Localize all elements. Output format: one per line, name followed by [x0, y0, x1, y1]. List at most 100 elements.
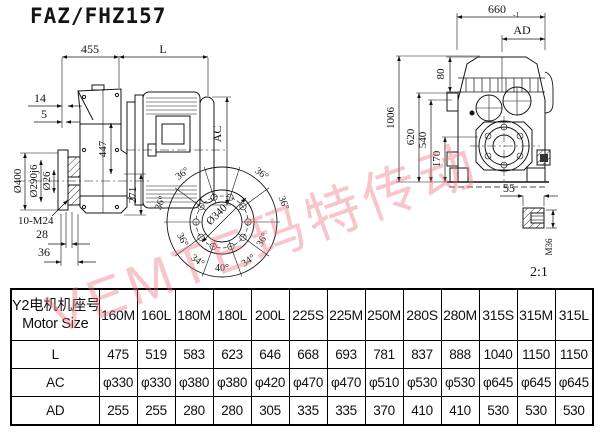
table-cell: 530	[478, 396, 518, 426]
angle-label: 36°	[255, 231, 271, 249]
table-cell: 583	[174, 340, 214, 369]
table-cell: 280	[212, 396, 252, 426]
table-cell: 1040	[478, 340, 518, 369]
dim-L: L	[159, 42, 166, 56]
column-header: 160L	[136, 288, 176, 341]
table-cell: 305	[250, 396, 290, 426]
dim-660-tolerance: -1	[513, 10, 519, 19]
table-cell: 530	[516, 396, 556, 426]
table-cell: 1150	[516, 340, 556, 369]
dim-d290j6: Ø290j6	[28, 164, 40, 198]
dim-M36: M36	[544, 238, 554, 256]
dim-660: 660	[488, 2, 506, 16]
dim-455: 455	[81, 42, 99, 56]
page-title: FAZ/FHZ157	[30, 4, 167, 28]
table-cell: φ330	[98, 368, 138, 397]
column-header: 315M	[516, 288, 556, 341]
table-cell: 1150	[554, 340, 594, 369]
table-cell: 475	[98, 340, 138, 369]
column-header: 225S	[288, 288, 328, 341]
dim-d400: Ø400	[12, 168, 24, 193]
table-row-AC: AC φ330 φ330 φ380 φ380 φ420 φ470 φ470 φ5…	[10, 368, 594, 397]
column-header: 315L	[554, 288, 594, 341]
angle-label: 36°	[174, 165, 192, 182]
dim-AD: AD	[513, 23, 531, 37]
side-view-drawing: 455 L 14 5 Ø400 Ø290j6 Ø26 447 271 10-M2…	[12, 42, 231, 266]
table-cell: 410	[440, 396, 480, 426]
table-cell: 888	[440, 340, 480, 369]
dim-d340: Ø340	[204, 202, 230, 228]
motor-size-label-cn: Y2电机机座号	[12, 297, 99, 314]
drawing-canvas: 455 L 14 5 Ø400 Ø290j6 Ø26 447 271 10-M2…	[12, 2, 558, 280]
table-cell: φ645	[516, 368, 556, 397]
row-label: AD	[10, 396, 100, 426]
bolt-circle-detail: Ø340 36° 36° 36° 36° 36° 36° 34° 40° 34°	[153, 165, 291, 278]
dim-10-M24: 10-M24	[18, 215, 54, 227]
table-cell: 410	[402, 396, 442, 426]
dim-80: 80	[435, 68, 447, 80]
angle-label: 34°	[189, 252, 207, 269]
detail-scale-label: 2:1	[530, 265, 548, 280]
table-cell: 370	[364, 396, 404, 426]
dim-28: 28	[36, 227, 48, 241]
angle-label: 36°	[153, 195, 168, 212]
column-header: 180L	[212, 288, 252, 341]
table-cell: φ645	[554, 368, 594, 397]
table-cell: φ380	[174, 368, 214, 397]
column-header: 250M	[364, 288, 404, 341]
table-cell: 623	[212, 340, 252, 369]
table-cell: 519	[136, 340, 176, 369]
table-cell: 255	[98, 396, 138, 426]
dim-14: 14	[34, 91, 46, 105]
column-header: 200L	[250, 288, 290, 341]
dim-AC: AC	[210, 126, 224, 143]
motor-size-label-en: Motor Size	[22, 316, 89, 332]
table-cell: 335	[326, 396, 366, 426]
table-cell: φ330	[136, 368, 176, 397]
table-cell: 530	[554, 396, 594, 426]
dim-55: 55	[503, 181, 515, 195]
dim-1006: 1006	[385, 107, 397, 130]
table-cell: φ645	[478, 368, 518, 397]
angle-label: 34°	[240, 252, 258, 269]
table-cell: 335	[288, 396, 328, 426]
column-header: 160M	[98, 288, 138, 341]
dim-620: 620	[405, 128, 417, 145]
dim-170: 170	[431, 150, 443, 167]
table-row-AD: AD 255 255 280 280 305 335 335 370 410 4…	[10, 396, 594, 426]
table-cell: 646	[250, 340, 290, 369]
table-cell: 255	[136, 396, 176, 426]
shaft-detail-2to1: 55 M36 2:1	[500, 181, 558, 280]
dim-36: 36	[38, 245, 50, 259]
angle-label: 36°	[174, 231, 190, 249]
dim-5: 5	[41, 107, 47, 121]
table-cell: 781	[364, 340, 404, 369]
column-header: 225M	[326, 288, 366, 341]
table-corner-header: Y2电机机座号 Motor Size	[10, 288, 100, 341]
angle-label: 36°	[253, 165, 271, 182]
table-cell: φ530	[402, 368, 442, 397]
dim-271: 271	[127, 187, 139, 204]
table-row-L: L 475 519 583 623 646 668 693 781 837 88…	[10, 340, 594, 369]
table-cell: 837	[402, 340, 442, 369]
table-cell: φ470	[326, 368, 366, 397]
table-cell: 668	[288, 340, 328, 369]
row-label: AC	[10, 368, 100, 397]
column-header: 280S	[402, 288, 442, 341]
angle-label: 36°	[276, 195, 291, 212]
column-header: 280M	[440, 288, 480, 341]
table-cell: φ470	[288, 368, 328, 397]
table-cell: 280	[174, 396, 214, 426]
table-cell: φ510	[364, 368, 404, 397]
table-cell: 693	[326, 340, 366, 369]
table-cell: φ530	[440, 368, 480, 397]
table-cell: φ420	[250, 368, 290, 397]
row-label: L	[10, 340, 100, 369]
dimension-table: Y2电机机座号 Motor Size 160M 160L 180M 180L 2…	[10, 288, 594, 426]
column-header: 180M	[174, 288, 214, 341]
dim-540: 540	[417, 131, 429, 148]
table-cell: φ380	[212, 368, 252, 397]
dim-447: 447	[97, 140, 109, 157]
angle-label: 40°	[215, 263, 229, 274]
